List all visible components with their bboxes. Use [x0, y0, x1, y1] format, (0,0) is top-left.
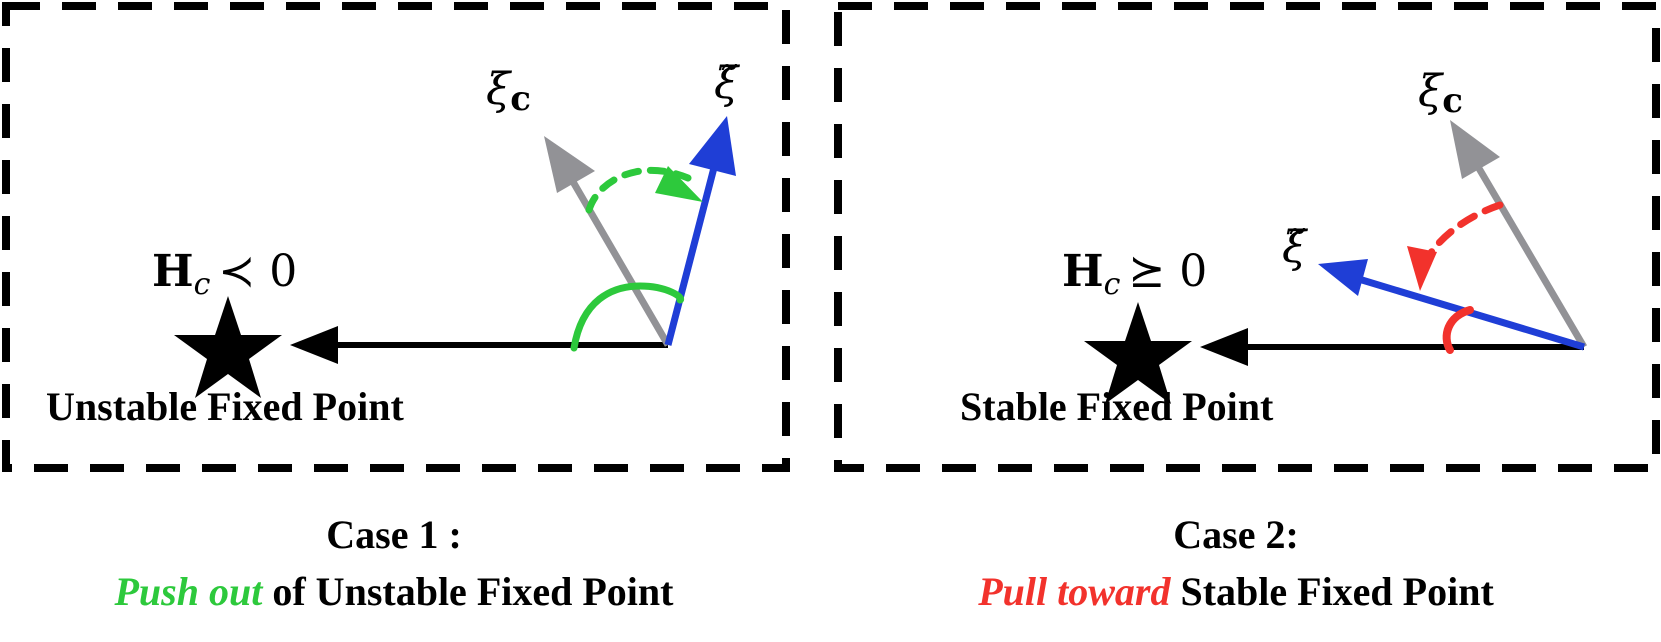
- vector-tilde-label-1: ξ̃: [714, 58, 741, 109]
- vector-tilde-line-2: [1360, 276, 1586, 351]
- vector-tilde-label-2: ξ̃: [1282, 222, 1309, 273]
- vector-c-arrowhead-1: [544, 136, 595, 193]
- axis-arrowhead-2: [1200, 328, 1248, 366]
- vector-c-arrowhead-2: [1450, 120, 1500, 179]
- case-action-1: Push out: [114, 569, 265, 614]
- vector-c-line-2: [1473, 163, 1588, 349]
- case-rest-1: of Unstable Fixed Point: [262, 569, 674, 614]
- axis-arrowhead-1: [290, 326, 338, 364]
- case-title-1: Case 1 :: [326, 512, 462, 557]
- angle-arc-2: [1442, 306, 1474, 354]
- angle-arc-1: [570, 282, 685, 352]
- vector-c-label-2: ξc: [1418, 66, 1463, 121]
- point-label-1: Unstable Fixed Point: [46, 384, 404, 429]
- caption-case-1: Case 1 : Push out of Unstable Fixed Poin…: [114, 512, 675, 614]
- vector-c-label-1: ξc: [486, 64, 531, 119]
- vector-tilde-arrowhead-2: [1318, 259, 1368, 296]
- pull-arrowhead: [1407, 246, 1437, 291]
- case-description-2: Pull toward Stable Fixed Point: [977, 569, 1494, 614]
- case-rest-2: Stable Fixed Point: [1170, 569, 1494, 614]
- hessian-label-1: Hc≺ 0: [152, 246, 297, 302]
- case-action-2: Pull toward: [977, 569, 1171, 614]
- hessian-label-2: Hc⪰ 0: [1062, 246, 1207, 302]
- case-title-2: Case 2:: [1173, 512, 1299, 557]
- vector-tilde-line-1: [664, 159, 720, 346]
- vector-tilde-arrowhead-1: [689, 116, 736, 176]
- push-arc: [585, 166, 692, 214]
- panel-case-1: ξc ξ̃ Hc≺ 0 Unstable Fixed Point: [2, 2, 790, 472]
- case-description-1: Push out of Unstable Fixed Point: [114, 569, 675, 614]
- star-icon: [174, 296, 282, 398]
- star-icon: [1084, 302, 1192, 404]
- push-arrowhead: [655, 166, 703, 202]
- caption-case-2: Case 2: Pull toward Stable Fixed Point: [977, 512, 1494, 614]
- point-label-2: Stable Fixed Point: [960, 384, 1274, 429]
- panel-frame-2: [834, 2, 1660, 472]
- panel-case-2: ξc ξ̃ Hc⪰ 0 Stable Fixed Point: [834, 2, 1660, 472]
- panel-frame-1: [2, 2, 790, 472]
